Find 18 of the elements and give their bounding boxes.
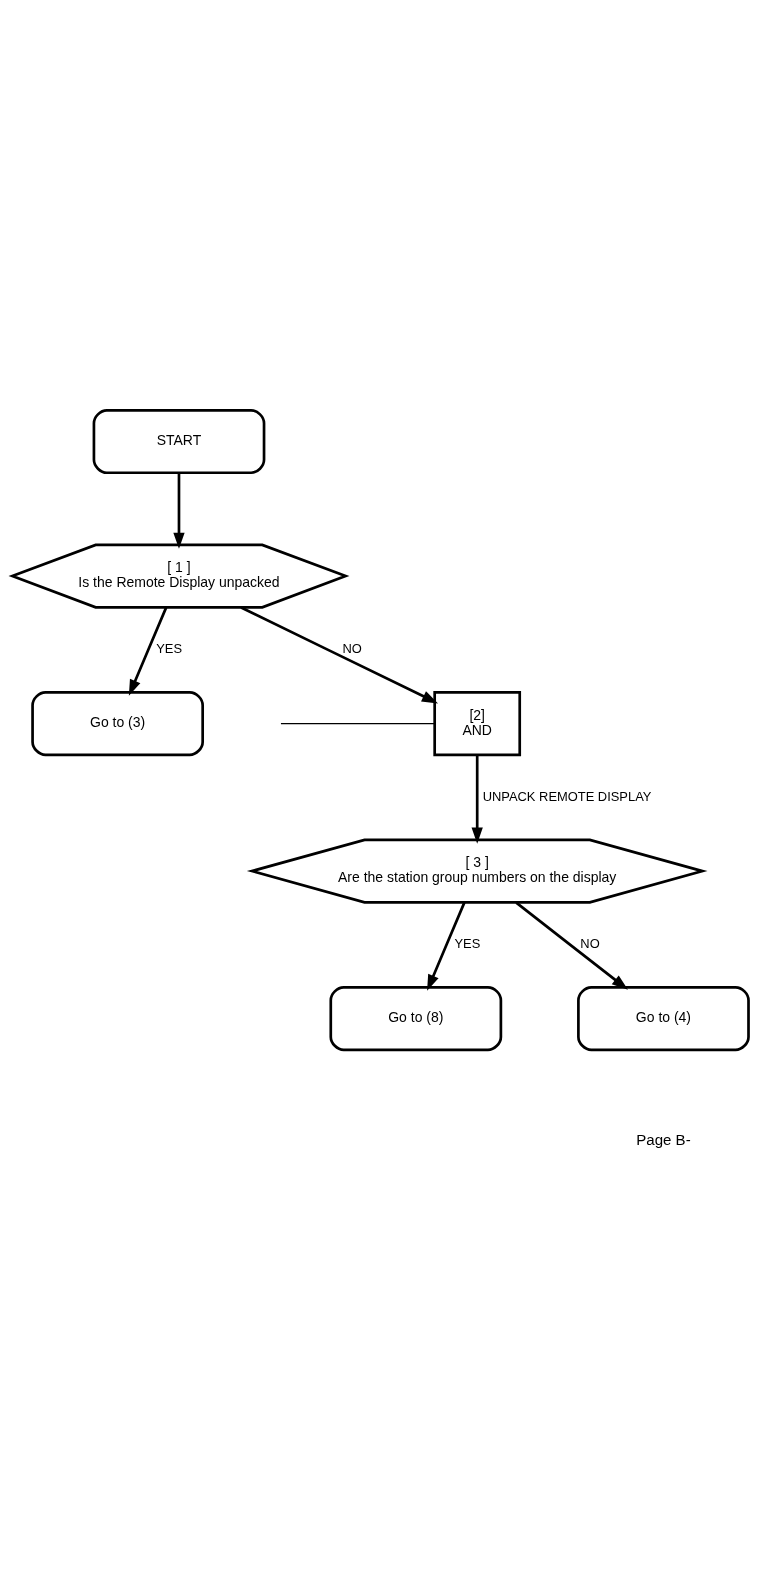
node-box: Go to (4)	[577, 986, 750, 1052]
arrow	[427, 902, 466, 991]
node-box: Go to (8)	[329, 986, 503, 1052]
arrow	[173, 473, 185, 549]
arrow	[471, 755, 483, 844]
edge-label: UNPACK REMOTE DISPLAY	[482, 788, 652, 804]
edge-label: YES	[156, 641, 183, 657]
node-box: [2] AND	[433, 691, 522, 757]
edge-label: YES	[454, 936, 481, 952]
arrow	[515, 901, 628, 990]
node-box: START	[92, 408, 266, 475]
arrow	[240, 606, 439, 704]
arrow	[128, 607, 168, 696]
node-box: Go to (3)	[31, 691, 204, 757]
edge-label: NO	[580, 936, 600, 952]
connector	[280, 723, 436, 725]
label: Page B-	[636, 1131, 691, 1149]
edge-label: NO	[342, 641, 362, 657]
